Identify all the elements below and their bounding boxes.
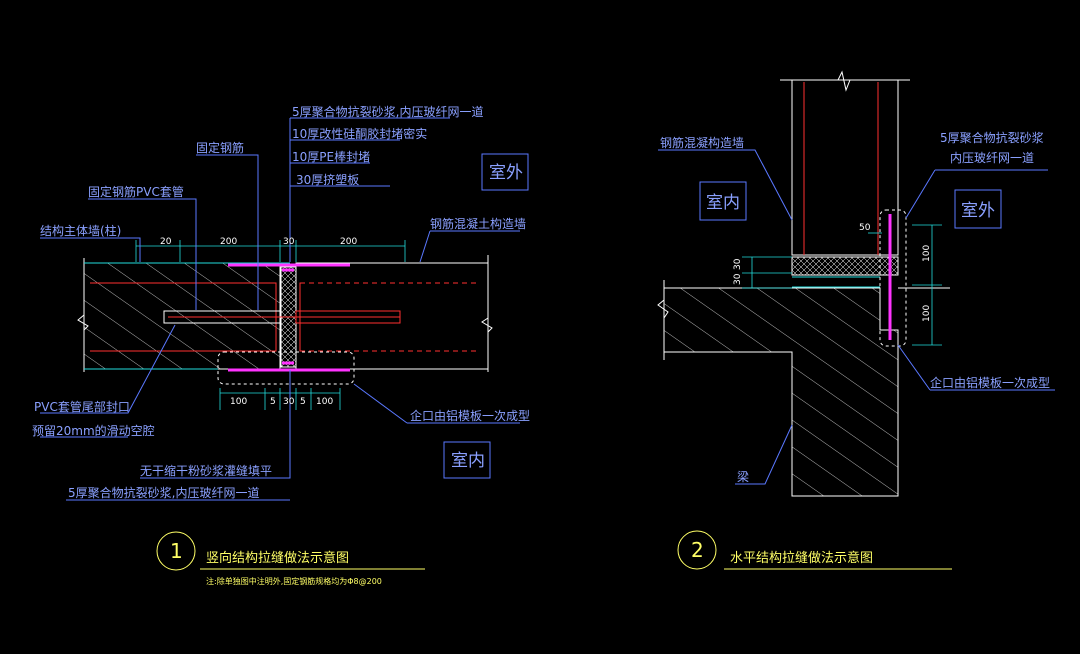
inside-box-1 — [443, 441, 491, 479]
detail-1-note: 注:除单独图中注明外,固定钢筋规格均为Φ8@200 — [206, 576, 382, 586]
label-beam: 梁 — [737, 469, 749, 484]
label-mesh-2: 内压玻纤网一道 — [950, 151, 1034, 165]
dim-top-200a: 200 — [220, 237, 237, 247]
dim-left-30a: 30 — [733, 258, 743, 270]
groove-outline-2 — [879, 209, 907, 347]
detail-2-number: 2 — [691, 538, 704, 562]
break-mark-left — [77, 314, 89, 331]
dim-bottom-5a: 5 — [270, 397, 276, 407]
detail-1-number-circle — [156, 531, 196, 571]
detail-1-title: 竖向结构拉缝做法示意图 — [206, 550, 349, 566]
outside-box-2 — [954, 189, 1002, 229]
label-polymer-bottom: 5厚聚合物抗裂砂浆,内压玻纤网一道 — [68, 485, 259, 500]
room-outside-2: 室外 — [961, 201, 995, 221]
label-mortar-fill: 无干缩干粉砂浆灌缝填平 — [140, 463, 272, 478]
detail-1-number: 1 — [170, 539, 183, 563]
detail-2-number-circle — [677, 530, 717, 570]
label-pvc-end-seal: PVC套管尾部封口 — [34, 399, 130, 414]
dim-bottom-100a: 100 — [230, 397, 247, 407]
label-pe-rod: 10厚PE棒封堵 — [292, 150, 370, 164]
dim-bottom-100b: 100 — [316, 397, 333, 407]
dim-bottom-5b: 5 — [300, 397, 306, 407]
label-concrete-wall-2: 钢筋混凝构造墙 — [660, 135, 744, 150]
dim-right-100b: 100 — [922, 305, 932, 322]
groove-outline — [217, 351, 355, 385]
main-wall-hatch — [84, 263, 280, 369]
label-fixed-rebar: 固定钢筋 — [196, 140, 244, 155]
dim-bottom-30: 30 — [283, 397, 295, 407]
detail-2-title: 水平结构拉缝做法示意图 — [730, 550, 873, 566]
label-polymer-2: 5厚聚合物抗裂砂浆 — [940, 130, 1044, 145]
label-main-wall: 结构主体墙(柱) — [40, 223, 121, 238]
concrete-wall-outline — [295, 262, 489, 370]
label-eps-board: 30厚挤塑板 — [296, 172, 359, 187]
dim-50: 50 — [859, 223, 871, 233]
room-inside-2: 室内 — [706, 193, 740, 213]
room-outside-1: 室外 — [489, 163, 523, 183]
joint-fill — [792, 257, 898, 275]
dim-left-30b: 30 — [733, 273, 743, 285]
label-slide-gap: 预留20mm的滑动空腔 — [32, 423, 155, 438]
room-inside-1: 室内 — [451, 451, 485, 471]
dim-right-100a: 100 — [922, 245, 932, 262]
detail-1-drawing — [40, 117, 529, 571]
upper-wall — [791, 79, 899, 256]
label-pvc-sleeve: 固定钢筋PVC套管 — [88, 184, 184, 199]
dim-top-30: 30 — [283, 237, 295, 247]
label-polymer-top: 5厚聚合物抗裂砂浆,内压玻纤网一道 — [292, 104, 483, 119]
outside-box-1 — [481, 153, 529, 191]
dim-top-20: 20 — [160, 237, 172, 247]
label-groove-1: 企口由铝模板一次成型 — [410, 408, 530, 423]
label-concrete-wall: 钢筋混凝土构造墙 — [430, 216, 526, 231]
dim-top-200b: 200 — [340, 237, 357, 247]
label-groove-2: 企口由铝模板一次成型 — [930, 375, 1050, 390]
break-mark-right — [481, 255, 493, 372]
slab-beam-hatch — [664, 288, 898, 496]
label-sealant: 10厚改性硅酮胶封堵密实 — [292, 126, 427, 141]
inside-box-2 — [699, 181, 747, 221]
detail-2-drawing — [657, 70, 1055, 570]
